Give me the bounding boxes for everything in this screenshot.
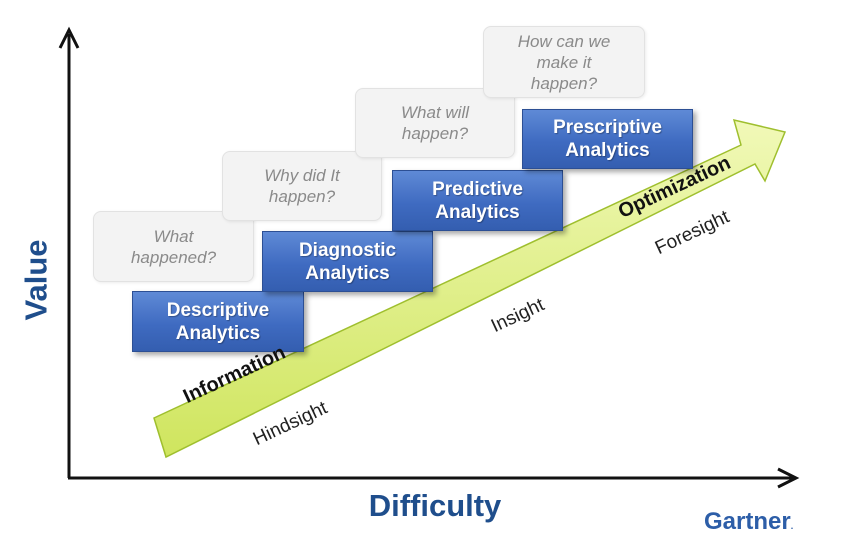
x-axis-arrowhead: [777, 467, 800, 489]
y-axis-arrowhead: [58, 26, 80, 49]
progress-arrow: [153, 118, 787, 459]
gartner-logo: Gartner.: [704, 508, 794, 535]
x-axis-label: Difficulty: [368, 488, 502, 523]
y-axis-label: Value: [18, 239, 53, 321]
